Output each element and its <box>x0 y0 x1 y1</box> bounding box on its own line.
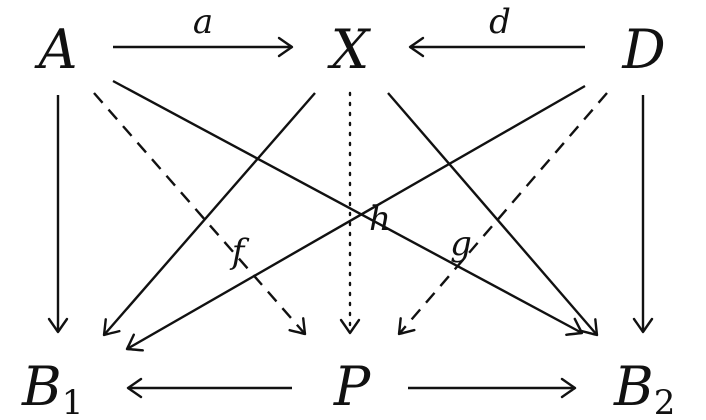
edge-label-d: d <box>489 2 511 42</box>
arrow-a <box>113 36 294 58</box>
arrowhead-P-B1 <box>126 377 143 399</box>
arrowhead-g <box>397 317 416 336</box>
node-label-X: X <box>327 18 372 81</box>
node-P: P <box>333 355 372 418</box>
node-B1: B1 <box>21 355 83 420</box>
arrowhead-a <box>277 36 294 58</box>
node-X: X <box>327 18 372 81</box>
arrowhead-D-B2 <box>632 317 654 334</box>
node-A: A <box>34 18 78 81</box>
node-label-B2: B <box>613 355 654 418</box>
edges-layer <box>47 36 654 399</box>
arrow-shaft-A-B2 <box>112 79 583 335</box>
arrow-A-B2 <box>112 79 584 336</box>
node-subscript-B1: 1 <box>62 383 84 420</box>
arrow-f <box>93 92 307 336</box>
arrow-shaft-X-B1 <box>103 92 316 336</box>
arrowhead-D-B1 <box>125 333 144 352</box>
node-subscript-B2: 2 <box>654 383 676 420</box>
arrowhead-X-B1 <box>102 318 121 337</box>
arrowhead-d <box>408 36 425 58</box>
arrowhead-A-B1 <box>47 317 69 334</box>
arrowhead-A-B2 <box>565 317 584 336</box>
arrow-D-B2 <box>632 95 654 334</box>
edge-label-h: h <box>369 199 391 239</box>
node-label-B1: B <box>21 355 62 418</box>
arrow-shaft-D-B1 <box>126 84 586 351</box>
arrow-A-B1 <box>47 95 69 334</box>
arrow-P-B2 <box>408 377 577 399</box>
arrow-X-B2 <box>387 92 599 337</box>
arrowhead-f <box>288 317 307 336</box>
node-label-A: A <box>34 18 78 81</box>
node-label-P: P <box>333 355 372 418</box>
edge-label-a: a <box>193 2 213 42</box>
node-label-D: D <box>621 18 665 81</box>
arrowhead-X-B2 <box>580 318 599 337</box>
edge-label-g: g <box>450 224 472 264</box>
arrowhead-P-B2 <box>560 377 577 399</box>
arrow-X-B1 <box>102 92 316 337</box>
arrow-P-B1 <box>126 377 292 399</box>
arrowhead-h <box>339 318 361 335</box>
arrow-h <box>339 91 361 335</box>
node-B2: B2 <box>613 355 675 420</box>
node-D: D <box>621 18 665 81</box>
arrow-D-B1 <box>125 84 586 352</box>
arrow-g <box>397 92 608 336</box>
arrow-d <box>408 36 585 58</box>
arrow-shaft-g <box>398 92 608 335</box>
arrow-shaft-f <box>93 92 306 335</box>
arrow-shaft-X-B2 <box>387 92 598 336</box>
